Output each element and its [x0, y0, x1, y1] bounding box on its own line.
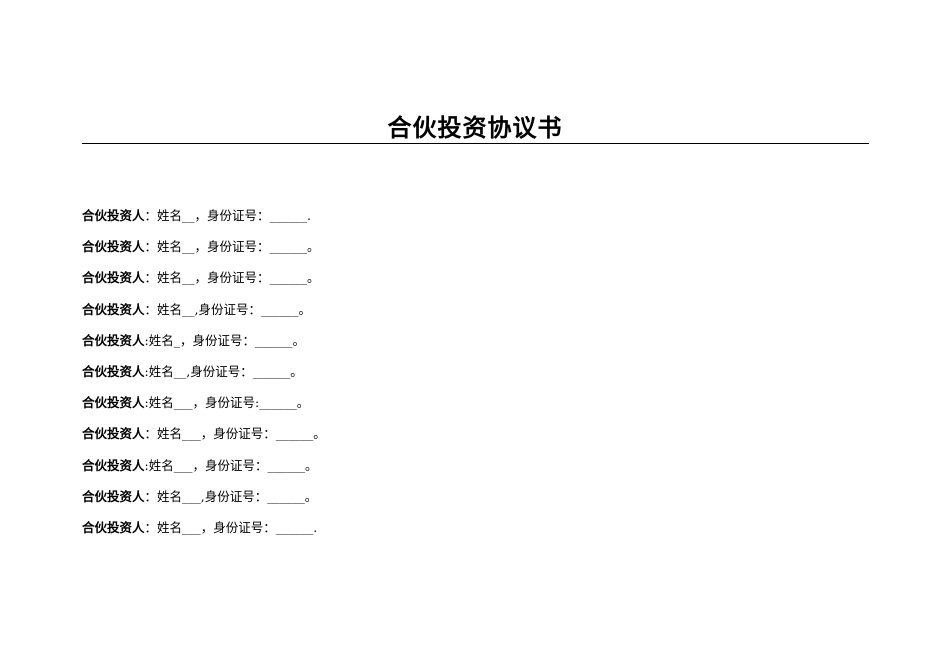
- title-divider: [82, 143, 869, 144]
- investor-label: 合伙投资人: [82, 363, 145, 379]
- investor-fields: ：姓名__，身份证号：______。: [144, 239, 320, 255]
- investor-label: 合伙投资人: [82, 270, 145, 286]
- investor-label: 合伙投资人: [82, 519, 145, 535]
- investor-fields: ：姓名__,身份证号：______。: [144, 301, 311, 317]
- investor-label: 合伙投资人: [82, 457, 145, 473]
- investor-label: 合伙投资人: [82, 332, 145, 348]
- investor-label: 合伙投资人: [82, 301, 145, 317]
- investor-line: 合伙投资人：姓名___，身份证号：______.: [82, 518, 862, 549]
- investor-line: 合伙投资人：姓名__,身份证号：______。: [82, 300, 862, 331]
- investor-fields: ：姓名__，身份证号：______.: [144, 208, 311, 223]
- investor-label: 合伙投资人: [82, 239, 145, 255]
- investor-line: 合伙投资人：姓名___，身份证号：______。: [82, 424, 862, 455]
- document-title: 合伙投资协议书: [387, 114, 563, 142]
- investor-line: 合伙投资人：姓名__，身份证号：______。: [82, 237, 862, 268]
- investor-fields: ：姓名___,身份证号：______。: [144, 488, 318, 504]
- investor-fields: :姓名___，身份证号：______。: [144, 457, 318, 473]
- investor-fields: :姓名___，身份证号:______。: [144, 395, 310, 411]
- investor-line: 合伙投资人：姓名___,身份证号：______。: [82, 487, 862, 518]
- investor-fields: ：姓名___，身份证号：______。: [144, 426, 326, 442]
- investor-label: 合伙投资人: [82, 208, 145, 223]
- investor-label: 合伙投资人: [82, 426, 145, 442]
- investor-line: 合伙投资人:姓名___，身份证号：______。: [82, 456, 862, 487]
- investor-line: 合伙投资人:姓名___，身份证号:______。: [82, 393, 862, 424]
- investor-fields: ：姓名___，身份证号：______.: [144, 519, 318, 535]
- investor-fields: :姓名_，身份证号：______。: [144, 332, 305, 348]
- investor-fields: ：姓名__，身份证号：______。: [144, 270, 320, 286]
- investor-fields: :姓名__,身份证号：______。: [144, 363, 303, 379]
- investor-list: 合伙投资人：姓名__，身份证号：______. 合伙投资人：姓名__，身份证号：…: [82, 206, 862, 549]
- investor-line: 合伙投资人:姓名_，身份证号：______。: [82, 331, 862, 362]
- investor-line: 合伙投资人：姓名__，身份证号：______.: [82, 206, 862, 237]
- investor-line: 合伙投资人：姓名__，身份证号：______。: [82, 268, 862, 299]
- investor-line: 合伙投资人:姓名__,身份证号：______。: [82, 362, 862, 393]
- investor-label: 合伙投资人: [82, 395, 145, 411]
- investor-label: 合伙投资人: [82, 488, 145, 504]
